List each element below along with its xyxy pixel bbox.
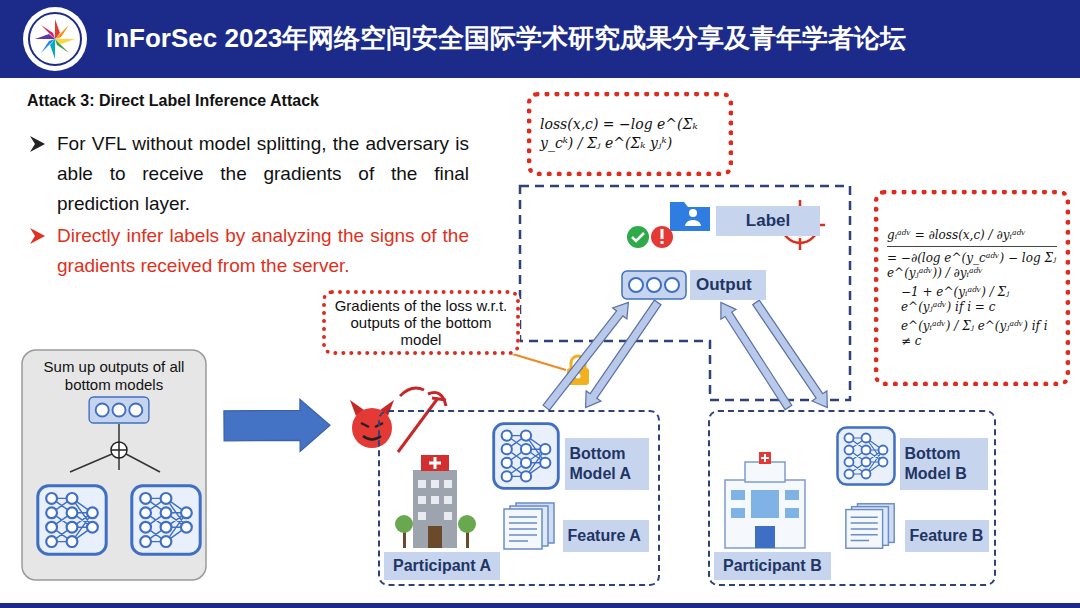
panel-box: Sum up outputs of all bottom models [22, 350, 206, 580]
node-text: Bottom Model B [905, 444, 983, 484]
bullet-text: For VFL without model splitting, the adv… [57, 129, 469, 219]
node-text: Feature A [568, 527, 644, 545]
node-text: Label [722, 211, 814, 231]
node-text: e^(yᵢᵃᵈᵛ) / Σⱼ e^(yⱼᵃᵈᵛ) if i ≠ c [901, 319, 1057, 349]
node-text: Sum up outputs of all bottom models [30, 358, 198, 394]
model-box: Bottom Model B [900, 438, 988, 490]
participant-region: Participant B Bottom Model B Feature B [708, 410, 996, 586]
arrow-connector [753, 300, 828, 407]
node-text: = −∂(log e^(y_cᵃᵈᵛ) − log Σⱼ e^(yⱼᵃᵈᵛ)) … [887, 251, 1057, 281]
section-heading: Attack 3: Direct Label Inference Attack [27, 91, 487, 111]
arrow-connector [586, 300, 661, 407]
callout-box: Gradients of the loss w.r.t. outputs of … [322, 290, 520, 355]
model-box: Bottom Model A [565, 438, 649, 490]
formula-box: gᵢᵃᵈᵛ = ∂loss(x,c) / ∂yᵢᵃᵈᵛ = −∂(log e^(y… [874, 190, 1070, 386]
feature-box: Feature A [563, 520, 649, 552]
formula-box: loss(x,c) = −log e^(Σₖ y_cᵏ) / Σⱼ e^(Σₖ … [527, 92, 733, 176]
node-text: −1 + e^(yᵢᵃᵈᵛ) / Σⱼ e^(yⱼᵃᵈᵛ) if i = c [901, 285, 1057, 315]
node-text: Feature B [910, 527, 984, 545]
node-text: loss(x,c) = −log e^(Σₖ y_cᵏ) / Σⱼ e^(Σₖ … [540, 115, 720, 153]
node-text: Output [696, 275, 760, 295]
bullet-text: Directly infer labels by analyzing the s… [57, 221, 469, 281]
arrow-connector [721, 303, 792, 410]
feature-box: Feature B [905, 520, 989, 552]
node-text: Bottom Model A [570, 444, 644, 484]
participant-label: Participant B [714, 552, 831, 580]
block-arrow [224, 399, 330, 451]
label-box: Label [716, 206, 820, 236]
slide-title: InForSec 2023年网络空间安全国际学术研究成果分享及青年学者论坛 [106, 21, 906, 56]
node-text: gᵢᵃᵈᵛ = ∂loss(x,c) / ∂yᵢᵃᵈᵛ [887, 228, 1057, 247]
node-text: Gradients of the loss w.r.t. outputs of … [332, 297, 510, 348]
participant-label: Participant A [384, 552, 500, 580]
participant-region: Participant A Bottom Model A Feature A [378, 410, 660, 586]
output-box: Output [620, 270, 766, 300]
